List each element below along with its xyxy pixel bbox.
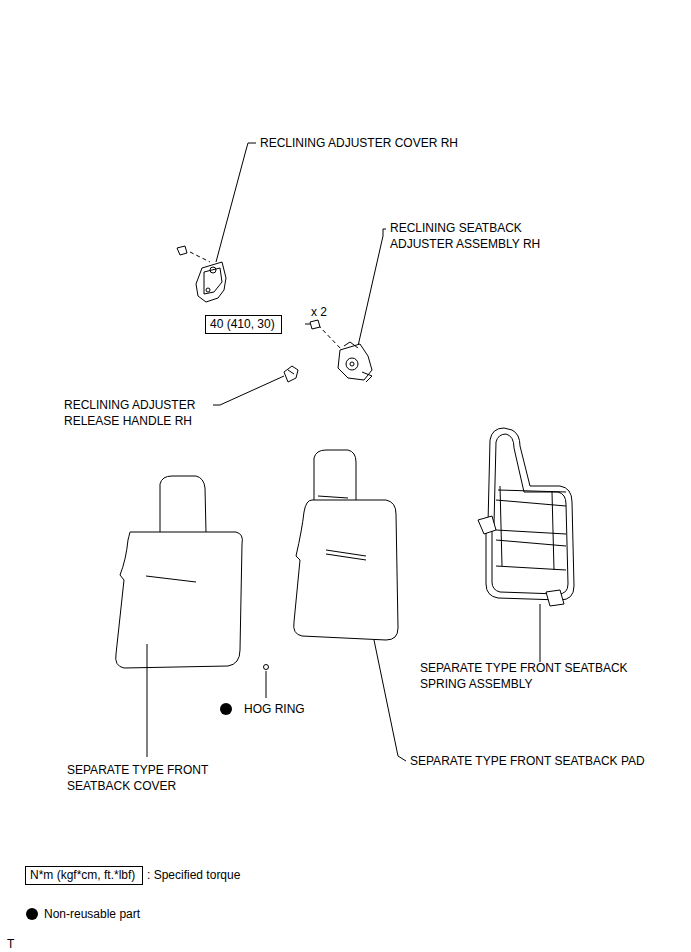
non-reusable-mark bbox=[26, 908, 38, 920]
leader-line bbox=[358, 229, 386, 346]
part-name: HOG RING bbox=[244, 701, 305, 717]
part-name: RECLINING ADJUSTER COVER RH bbox=[260, 135, 458, 151]
adjuster-cover bbox=[177, 246, 226, 302]
quantity-note: x 2 bbox=[311, 304, 327, 320]
seatback-spring-frame bbox=[478, 428, 574, 662]
release-handle bbox=[284, 366, 298, 382]
part-name: RECLINING SEATBACK ADJUSTER ASSEMBLY RH bbox=[390, 220, 575, 252]
seatback-cover bbox=[116, 476, 243, 757]
leader-line bbox=[213, 376, 284, 405]
seatback-adjuster bbox=[310, 320, 372, 382]
torque-legend-box: N*m (kgf*cm, ft.*lbf) bbox=[25, 866, 143, 885]
box-text: N*m (kgf*cm, ft.*lbf) bbox=[30, 868, 135, 882]
part-name: SEPARATE TYPE FRONT SEATBACK SPRING ASSE… bbox=[420, 660, 665, 692]
leader-line bbox=[216, 143, 256, 262]
part-name: SEPARATE TYPE FRONT SEATBACK COVER bbox=[67, 762, 242, 794]
part-name: RECLINING ADJUSTER RELEASE HANDLE RH bbox=[64, 397, 229, 429]
non-reusable-mark bbox=[220, 703, 232, 715]
torque-box: 40 (410, 30) bbox=[205, 315, 282, 334]
legend-text: : Specified torque bbox=[147, 867, 240, 883]
box-text: 40 (410, 30) bbox=[210, 317, 275, 331]
figure-code: T bbox=[7, 936, 14, 952]
hog-ring bbox=[264, 665, 269, 670]
part-name: SEPARATE TYPE FRONT SEATBACK PAD bbox=[410, 753, 645, 769]
seatback-pad bbox=[294, 450, 406, 761]
legend-text: Non-reusable part bbox=[44, 906, 140, 922]
